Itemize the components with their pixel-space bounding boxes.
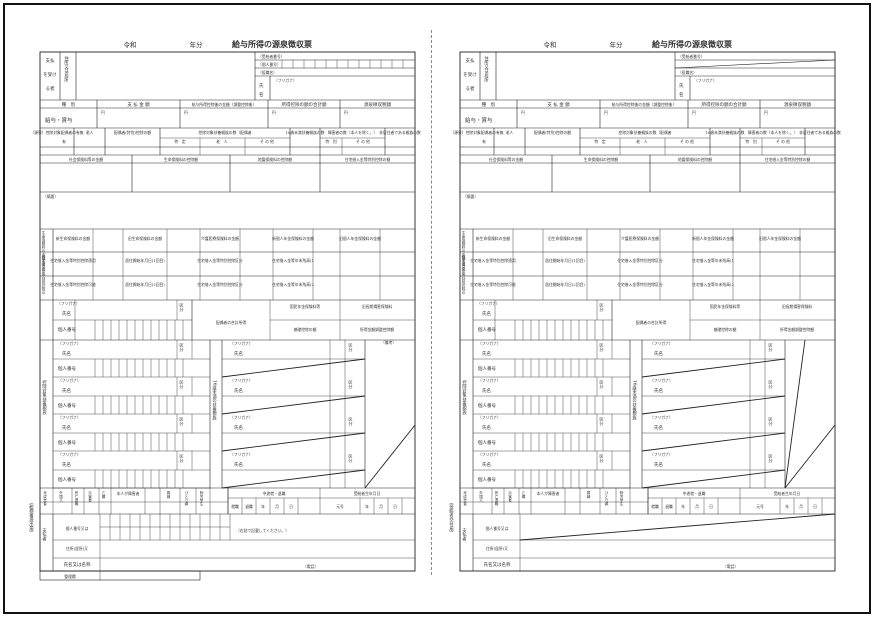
page-frame <box>3 3 871 614</box>
fold-line <box>431 30 432 575</box>
